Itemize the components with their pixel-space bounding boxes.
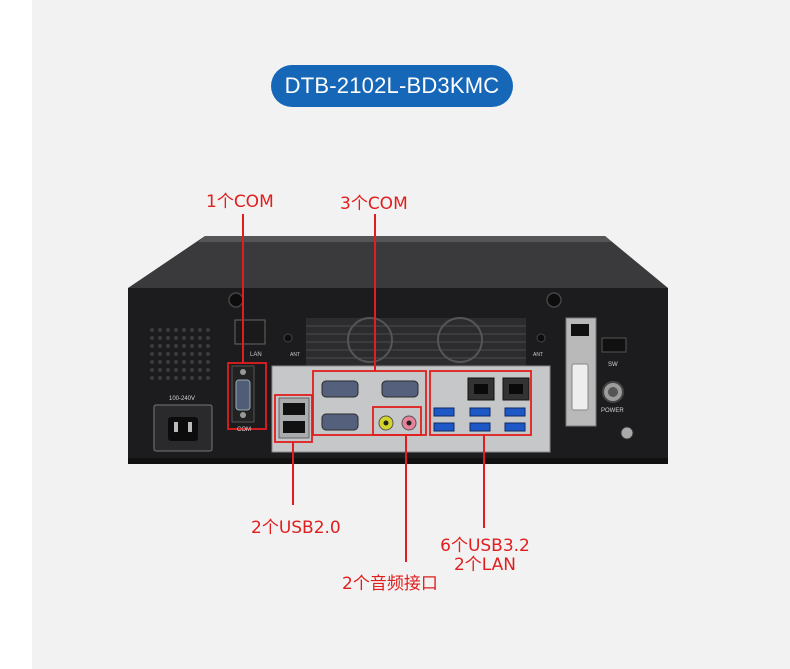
fan-mesh (306, 317, 526, 366)
model-title-badge: DTB-2102L-BD3KMC (271, 65, 513, 107)
antenna-hole-icon (283, 333, 293, 343)
annotation-leaders (242, 214, 485, 562)
com-ports-3 (321, 380, 419, 431)
power-text: POWER (601, 408, 624, 414)
label-6-usb32: 6个USB3.2 (440, 536, 530, 556)
power-input-text: 100-240V (169, 396, 195, 402)
vent-grid (150, 328, 210, 380)
label-2-lan: 2个LAN (453, 555, 517, 575)
com-text: COM (237, 427, 251, 433)
label-1-com: 1个COM (206, 192, 274, 212)
annotation-boxes (227, 362, 532, 443)
lan-ports (467, 377, 530, 401)
chassis-top (128, 236, 668, 288)
ground-terminal-icon (620, 426, 634, 440)
lan-cover-plate (234, 319, 266, 345)
sw-text: SW (608, 362, 618, 368)
usb2-ports (278, 397, 310, 439)
dvi-port (571, 363, 589, 411)
ant-left-text: ANT (290, 352, 300, 358)
hdmi-port (571, 324, 589, 336)
ant-right-text: ANT (533, 352, 543, 358)
usb32-ports (433, 407, 526, 432)
label-2-audio: 2个音频接口 (342, 574, 438, 594)
lan-text: LAN (250, 352, 262, 358)
label-3-com: 3个COM (340, 194, 408, 214)
sw-slot (601, 337, 627, 353)
screw-icon (228, 292, 244, 308)
antenna-hole-icon (536, 333, 546, 343)
label-2-usb20: 2个USB2.0 (251, 518, 341, 538)
screw-icon (546, 292, 562, 308)
